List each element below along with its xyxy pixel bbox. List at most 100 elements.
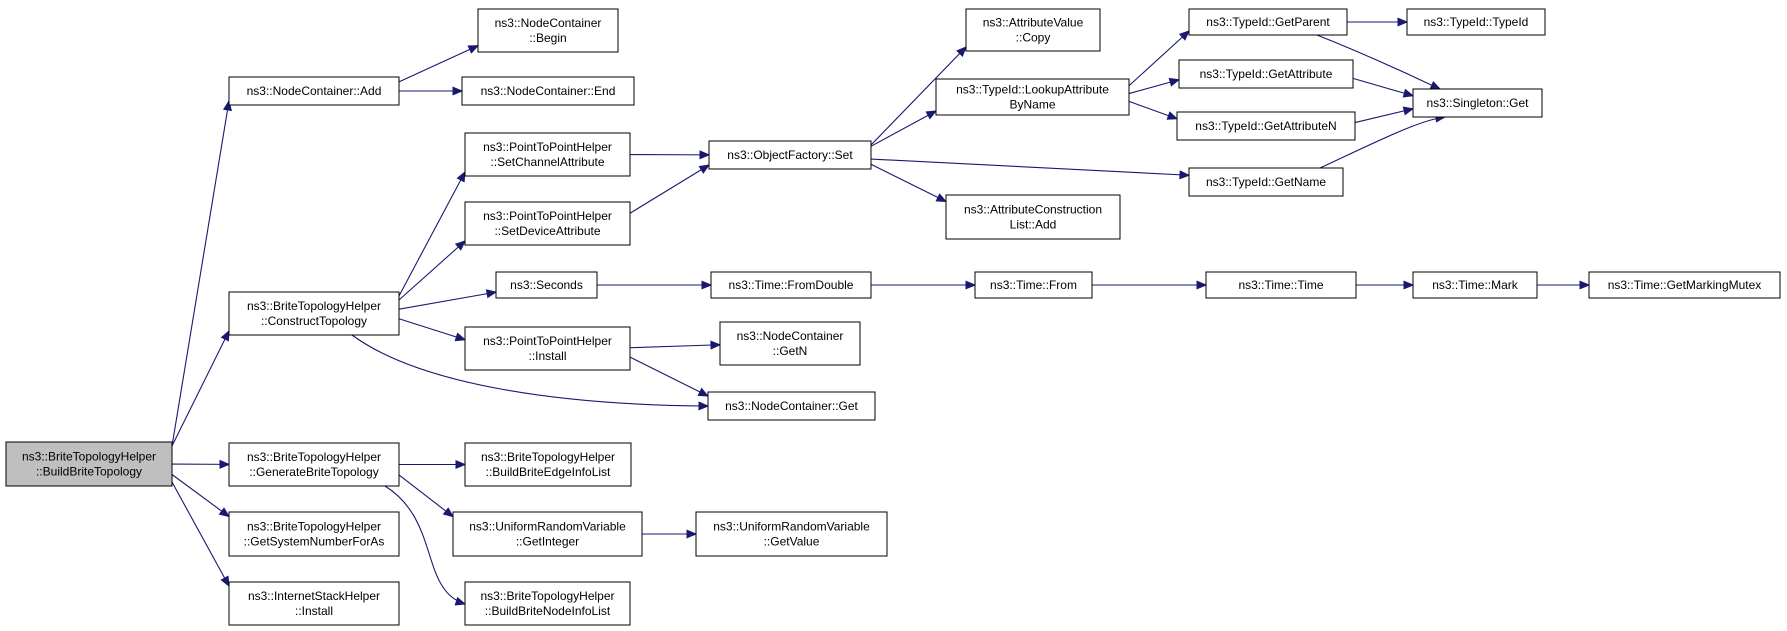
node-brite-build-brite-edge-info-list[interactable]: ns3::BriteTopologyHelper::BuildBriteEdge… xyxy=(464,442,632,487)
node-brite-build-brite-topology-label-1: ns3::BriteTopologyHelper xyxy=(22,450,156,464)
edge-gen_brite-to-urv_getint xyxy=(398,474,455,518)
node-internetstackhelper-install-label-2: ::Install xyxy=(295,604,333,618)
node-time-mark[interactable]: ns3::Time::Mark xyxy=(1412,271,1538,299)
edge-root-to-isth_install xyxy=(171,481,230,588)
node-nodecontainer-get[interactable]: ns3::NodeContainer::Get xyxy=(707,391,876,421)
node-brite-generate-brite-topology-label-1: ns3::BriteTopologyHelper xyxy=(247,450,381,464)
edge-lookup-to-tid_getparent xyxy=(1128,30,1190,87)
node-internetstackhelper-install[interactable]: ns3::InternetStackHelper::Install xyxy=(228,581,400,626)
node-brite-build-brite-edge-info-list-box xyxy=(464,442,632,487)
node-uniformrandomvariable-getinteger[interactable]: ns3::UniformRandomVariable::GetInteger xyxy=(452,511,643,557)
node-uniformrandomvariable-getinteger-label-2: ::GetInteger xyxy=(516,535,579,549)
edge-lookup-to-tid_getattrn xyxy=(1128,100,1179,120)
node-nodecontainer-begin-label-2: ::Begin xyxy=(529,31,566,45)
node-time-fromdouble[interactable]: ns3::Time::FromDouble xyxy=(710,271,872,299)
node-nodecontainer-begin[interactable]: ns3::NodeContainer::Begin xyxy=(477,8,619,53)
node-time-fromdouble-label-1: ns3::Time::FromDouble xyxy=(729,278,854,292)
node-nodecontainer-end[interactable]: ns3::NodeContainer::End xyxy=(461,76,635,106)
node-p2p-set-device-attribute-label-1: ns3::PointToPointHelper xyxy=(483,209,612,223)
node-brite-build-brite-edge-info-list-label-1: ns3::BriteTopologyHelper xyxy=(481,450,615,464)
node-attributevalue-copy[interactable]: ns3::AttributeValue::Copy xyxy=(965,8,1101,52)
edge-lookup-to-tid_getattr xyxy=(1128,77,1181,95)
node-nodecontainer-get-label-1: ns3::NodeContainer::Get xyxy=(725,399,858,413)
edge-tid_getparent-to-tid_typeid xyxy=(1347,17,1409,27)
node-brite-generate-brite-topology[interactable]: ns3::BriteTopologyHelper::GenerateBriteT… xyxy=(228,442,400,487)
node-typeid-getattributen[interactable]: ns3::TypeId::GetAttributeN xyxy=(1176,111,1356,141)
node-nodecontainer-getn[interactable]: ns3::NodeContainer::GetN xyxy=(719,321,861,366)
edge-p2p_install-to-nc_getn xyxy=(629,340,722,350)
node-typeid-getattribute-label-1: ns3::TypeId::GetAttribute xyxy=(1200,67,1333,81)
node-nodecontainer-getn-label-2: ::GetN xyxy=(773,344,808,358)
node-p2p-install[interactable]: ns3::PointToPointHelper::Install xyxy=(464,326,631,371)
node-time-time[interactable]: ns3::Time::Time xyxy=(1205,271,1357,299)
edge-construct-to-p2p_chan xyxy=(398,170,466,297)
node-typeid-lookupattributebyname-label-2: ByName xyxy=(1009,98,1055,112)
node-typeid-getattribute[interactable]: ns3::TypeId::GetAttribute xyxy=(1178,59,1354,89)
node-typeid-getname-label-1: ns3::TypeId::GetName xyxy=(1206,175,1326,189)
node-time-time-label-1: ns3::Time::Time xyxy=(1238,278,1323,292)
node-time-mark-label-1: ns3::Time::Mark xyxy=(1432,278,1519,292)
node-p2p-set-device-attribute[interactable]: ns3::PointToPointHelper::SetDeviceAttrib… xyxy=(464,201,631,246)
node-p2p-set-channel-attribute[interactable]: ns3::PointToPointHelper::SetChannelAttri… xyxy=(464,132,631,177)
node-typeid-getname[interactable]: ns3::TypeId::GetName xyxy=(1188,167,1344,197)
node-brite-build-brite-node-info-list[interactable]: ns3::BriteTopologyHelper::BuildBriteNode… xyxy=(464,581,631,626)
node-brite-generate-brite-topology-label-2: ::GenerateBriteTopology xyxy=(249,465,378,479)
node-time-from-label-1: ns3::Time::From xyxy=(990,278,1077,292)
edge-of_set-to-acl_add xyxy=(870,163,948,203)
edge-root-to-get_sys xyxy=(171,474,231,518)
node-time-time-box xyxy=(1205,271,1357,299)
node-attributeconstructionlist-add-box xyxy=(945,194,1121,240)
node-attributevalue-copy-box xyxy=(965,8,1101,52)
node-seconds-label-1: ns3::Seconds xyxy=(510,278,583,292)
edge-p2p_dev-to-of_set xyxy=(629,164,711,214)
edges-layer xyxy=(171,17,1591,606)
nodes-layer: ns3::BriteTopologyHelper::BuildBriteTopo… xyxy=(5,8,1781,626)
node-typeid-getparent-label-1: ns3::TypeId::GetParent xyxy=(1206,15,1330,29)
node-brite-build-brite-topology[interactable]: ns3::BriteTopologyHelper::BuildBriteTopo… xyxy=(5,441,173,487)
edge-of_set-to-tid_getname xyxy=(870,158,1191,180)
node-time-from[interactable]: ns3::Time::From xyxy=(974,271,1093,299)
node-singleton-get[interactable]: ns3::Singleton::Get xyxy=(1412,88,1543,118)
node-time-fromdouble-box xyxy=(710,271,872,299)
node-nodecontainer-getn-label-1: ns3::NodeContainer xyxy=(737,329,844,343)
node-brite-get-system-number-for-as-box xyxy=(228,511,400,557)
node-nodecontainer-add-box xyxy=(228,76,400,106)
node-objectfactory-set[interactable]: ns3::ObjectFactory::Set xyxy=(708,140,872,170)
node-nodecontainer-add[interactable]: ns3::NodeContainer::Add xyxy=(228,76,400,106)
node-typeid-lookupattributebyname-label-1: ns3::TypeId::LookupAttribute xyxy=(956,83,1109,97)
node-seconds[interactable]: ns3::Seconds xyxy=(495,271,598,299)
node-brite-get-system-number-for-as[interactable]: ns3::BriteTopologyHelper::GetSystemNumbe… xyxy=(228,511,400,557)
node-time-from-box xyxy=(974,271,1093,299)
edge-gen_brite-to-node_info xyxy=(384,485,467,606)
node-time-getmarkingmutex-box xyxy=(1588,271,1781,299)
node-internetstackhelper-install-label-1: ns3::InternetStackHelper xyxy=(248,589,380,603)
node-typeid-getattributen-label-1: ns3::TypeId::GetAttributeN xyxy=(1195,119,1336,133)
edge-nc_add-to-nc_end xyxy=(399,86,464,96)
edge-time_from-to-time_time xyxy=(1092,280,1208,290)
node-typeid-getattribute-box xyxy=(1178,59,1354,89)
node-uniformrandomvariable-getvalue-box xyxy=(695,511,888,557)
node-typeid-getparent[interactable]: ns3::TypeId::GetParent xyxy=(1188,8,1348,36)
edge-root-to-nc_add xyxy=(171,99,232,447)
node-brite-build-brite-topology-box xyxy=(5,441,173,487)
node-uniformrandomvariable-getvalue-label-2: ::GetValue xyxy=(764,535,820,549)
node-uniformrandomvariable-getinteger-box xyxy=(452,511,643,557)
node-brite-construct-topology[interactable]: ns3::BriteTopologyHelper::ConstructTopol… xyxy=(228,291,400,336)
node-p2p-install-label-1: ns3::PointToPointHelper xyxy=(483,334,612,348)
node-nodecontainer-end-box xyxy=(461,76,635,106)
node-p2p-set-channel-attribute-label-1: ns3::PointToPointHelper xyxy=(483,140,612,154)
edge-root-to-construct xyxy=(171,329,230,447)
node-time-getmarkingmutex[interactable]: ns3::Time::GetMarkingMutex xyxy=(1588,271,1781,299)
node-uniformrandomvariable-getvalue[interactable]: ns3::UniformRandomVariable::GetValue xyxy=(695,511,888,557)
node-p2p-set-channel-attribute-label-2: ::SetChannelAttribute xyxy=(490,155,604,169)
edge-construct-to-p2p_install xyxy=(398,318,467,342)
node-internetstackhelper-install-box xyxy=(228,581,400,626)
edge-root-to-gen_brite xyxy=(171,459,231,469)
node-p2p-set-device-attribute-label-2: ::SetDeviceAttribute xyxy=(494,224,600,238)
edge-nc_add-to-nc_begin xyxy=(398,45,480,83)
node-typeid-typeid[interactable]: ns3::TypeId::TypeId xyxy=(1406,8,1546,36)
node-p2p-install-box xyxy=(464,326,631,371)
node-typeid-typeid-box xyxy=(1406,8,1546,36)
